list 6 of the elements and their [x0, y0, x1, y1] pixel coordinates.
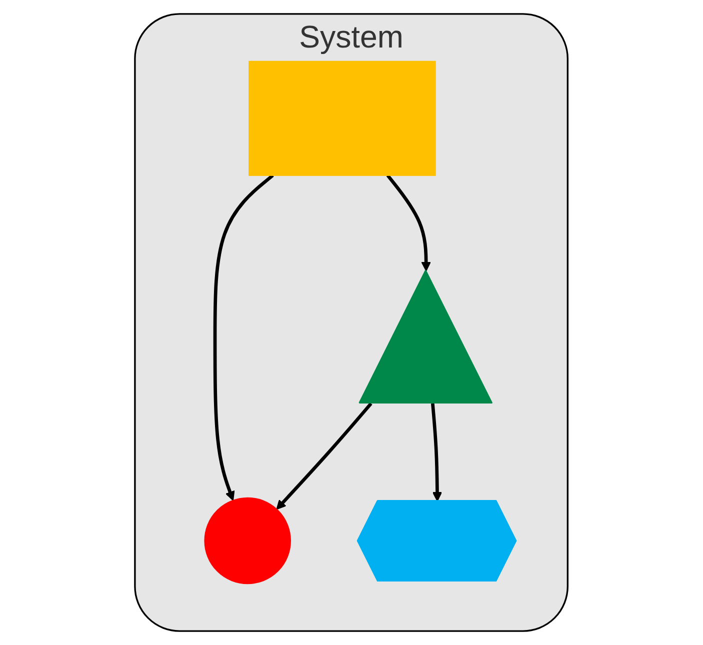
arrow [431, 403, 442, 502]
node-box [248, 60, 436, 176]
arrow [276, 402, 372, 510]
arrow [386, 174, 432, 272]
arrow [214, 174, 274, 501]
node-circle [204, 497, 292, 584]
